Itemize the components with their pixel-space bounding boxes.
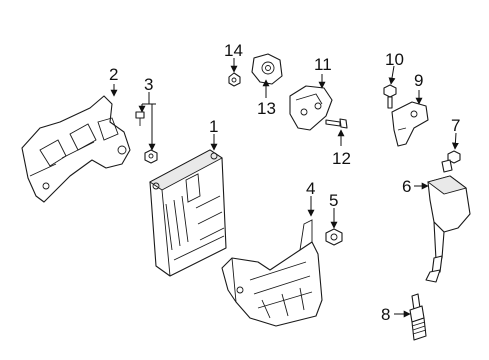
callout-13: 13 xyxy=(257,99,276,118)
callout-8: 8 xyxy=(381,305,390,324)
callout-10: 10 xyxy=(385,50,404,69)
bolt-part-3[interactable] xyxy=(135,111,145,126)
bolt-part-14[interactable] xyxy=(228,72,241,87)
callout-11: 11 xyxy=(314,55,332,74)
callout-1: 1 xyxy=(209,117,218,136)
callout-6: 6 xyxy=(402,177,411,196)
callout-4: 4 xyxy=(306,179,315,198)
bolt-part-12[interactable] xyxy=(325,118,348,129)
knock-sensor-part[interactable] xyxy=(251,53,283,85)
bolt-part-10[interactable] xyxy=(383,84,397,109)
callout-7: 7 xyxy=(451,116,460,135)
cam-sensor-part[interactable] xyxy=(391,101,429,147)
ignition-coil-part[interactable] xyxy=(425,175,471,283)
lower-cover-part[interactable] xyxy=(221,219,323,327)
sensor-bracket-part[interactable] xyxy=(289,85,333,131)
leader-lines xyxy=(110,58,459,318)
callout-9: 9 xyxy=(414,71,423,90)
callout-3: 3 xyxy=(144,75,153,94)
bracket-part[interactable] xyxy=(21,95,131,203)
callout-5: 5 xyxy=(329,191,338,210)
nut-part-5[interactable] xyxy=(325,228,343,246)
callout-2: 2 xyxy=(109,65,118,84)
spark-plug-part[interactable] xyxy=(409,293,427,341)
callout-14: 14 xyxy=(224,41,243,60)
ecu-module-part[interactable] xyxy=(149,149,227,277)
callout-labels: 1 2 3 4 5 6 7 8 9 10 11 12 13 14 xyxy=(109,41,460,324)
bolt-part-7[interactable] xyxy=(441,150,461,173)
callout-12: 12 xyxy=(332,149,351,168)
nut-part-3[interactable] xyxy=(144,149,158,164)
